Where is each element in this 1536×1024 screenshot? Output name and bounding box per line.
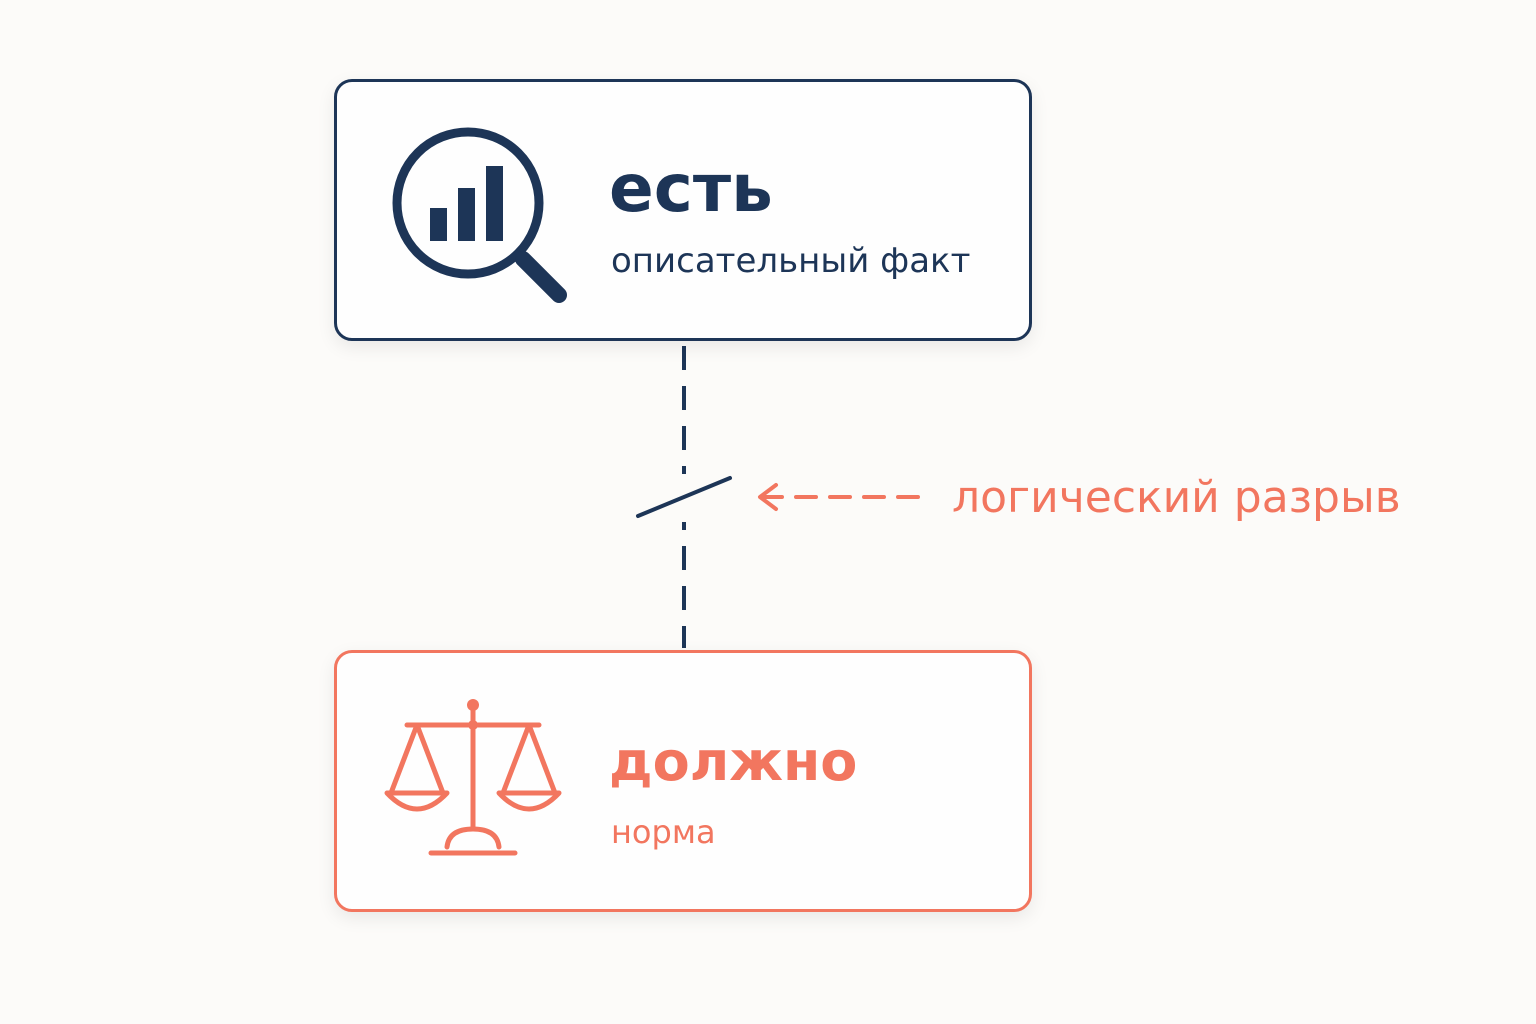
norm-subtitle: норма	[611, 813, 716, 851]
fact-title: есть	[609, 150, 773, 227]
arrow-left-icon	[758, 483, 920, 511]
magnifier-bar-chart-icon	[392, 127, 567, 303]
scales-icon	[384, 699, 562, 856]
fact-subtitle: описательный факт	[611, 241, 971, 281]
norm-title: должно	[609, 730, 858, 793]
logical-gap-label: логический разрыв	[952, 472, 1401, 523]
norm-box: должно норма	[334, 650, 1032, 912]
break-slash-icon	[636, 476, 732, 518]
fact-box: есть описательный факт	[334, 79, 1032, 341]
